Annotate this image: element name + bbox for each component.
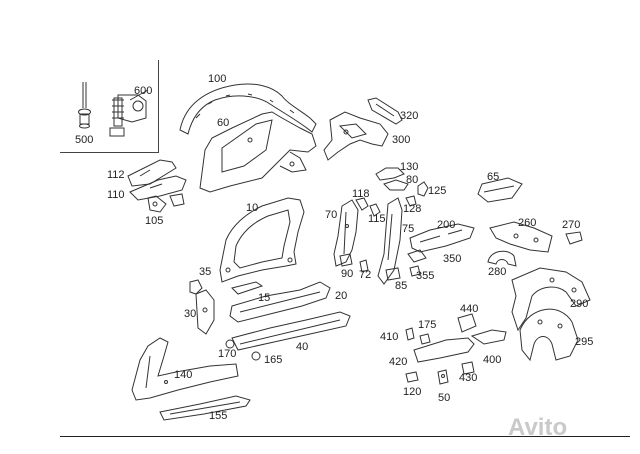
label-part-70: 70: [325, 209, 338, 221]
label-part-85: 85: [395, 280, 408, 292]
part-300-c-pillar-drawing: [324, 112, 388, 160]
label-part-440: 440: [460, 303, 479, 315]
label-part-90: 90: [341, 268, 354, 280]
part-15-drawing: [232, 282, 262, 294]
label-part-350: 350: [443, 253, 462, 265]
part-128-drawing: [406, 196, 416, 206]
part-10-side-frame-drawing: [220, 198, 304, 282]
part-280-drawing: [488, 251, 516, 266]
label-part-80: 80: [406, 174, 419, 186]
part-155-drawing: [160, 396, 250, 420]
part-100-roof-rail-drawing: [180, 84, 316, 134]
label-part-140: 140: [174, 369, 193, 381]
part-175-drawing: [420, 334, 430, 344]
part-20-sill-drawing: [230, 282, 330, 322]
part-600-nut-drawing: [110, 90, 148, 136]
part-350-drawing: [408, 250, 426, 262]
label-part-430: 430: [459, 372, 478, 384]
label-part-175: 175: [418, 319, 437, 331]
part-105-drawing: [148, 194, 184, 212]
label-part-155: 155: [209, 410, 228, 422]
part-85-drawing: [386, 268, 400, 280]
label-part-300: 300: [392, 134, 411, 146]
label-part-100: 100: [208, 73, 227, 85]
label-part-60: 60: [217, 117, 230, 129]
part-75-drawing: [378, 198, 402, 284]
label-part-115: 115: [368, 213, 386, 225]
label-part-280: 280: [488, 266, 507, 278]
label-part-400: 400: [483, 354, 502, 366]
part-140-drawing: [132, 338, 238, 400]
part-400-drawing: [472, 330, 506, 344]
part-40-rocker-drawing: [232, 312, 350, 350]
label-part-165: 165: [264, 354, 283, 366]
part-60-a-pillar-drawing: [200, 112, 316, 192]
label-part-75: 75: [402, 223, 415, 235]
part-440-drawing: [458, 314, 476, 332]
label-part-112: 112: [107, 169, 125, 181]
part-295-drawing: [520, 309, 578, 360]
part-120-drawing: [406, 372, 418, 382]
part-30-drawing: [196, 290, 214, 334]
part-35-drawing: [190, 280, 202, 294]
label-part-320: 320: [400, 110, 419, 122]
part-500-bolt-drawing: [79, 82, 91, 128]
part-355-drawing: [410, 266, 420, 276]
part-112-110-bracket-drawing: [128, 160, 186, 200]
part-125-drawing: [418, 182, 428, 196]
part-90-drawing: [340, 254, 352, 266]
label-part-10: 10: [246, 202, 259, 214]
label-part-128: 128: [403, 203, 422, 215]
label-part-355: 355: [416, 270, 435, 282]
part-430-drawing: [462, 362, 474, 374]
part-70-b-pillar-drawing: [334, 200, 358, 266]
part-270-drawing: [566, 232, 582, 244]
label-part-35: 35: [199, 266, 212, 278]
label-part-118: 118: [352, 188, 370, 200]
label-part-295: 295: [575, 336, 594, 348]
part-260-drawing: [490, 222, 552, 252]
label-part-290: 290: [570, 298, 589, 310]
part-72-drawing: [360, 260, 368, 272]
label-part-110: 110: [107, 189, 125, 201]
label-part-65: 65: [487, 171, 500, 183]
label-part-500: 500: [75, 134, 94, 146]
label-part-50: 50: [438, 392, 451, 404]
label-part-200: 200: [437, 219, 456, 231]
label-part-105: 105: [145, 215, 164, 227]
part-290-drawing: [512, 268, 590, 330]
label-part-270: 270: [562, 219, 581, 231]
label-part-260: 260: [518, 217, 537, 229]
label-part-600: 600: [134, 85, 153, 97]
label-part-20: 20: [335, 290, 348, 302]
part-200-drawing: [410, 224, 474, 252]
label-part-120: 120: [403, 386, 422, 398]
part-50-drawing: [438, 370, 448, 384]
part-80-drawing: [384, 180, 408, 190]
part-420-drawing: [414, 338, 474, 362]
label-part-130: 130: [400, 161, 419, 173]
watermark: Avito: [508, 414, 568, 441]
label-part-170: 170: [218, 348, 237, 360]
part-165-drawing: [252, 352, 260, 360]
part-410-drawing: [406, 328, 414, 340]
part-320-bracket-drawing: [368, 98, 402, 124]
bottom-rule: [60, 436, 630, 437]
label-part-30: 30: [184, 308, 197, 320]
part-130-drawing: [376, 168, 404, 180]
label-part-15: 15: [258, 292, 271, 304]
part-118-115-drawing: [356, 198, 380, 216]
label-part-410: 410: [380, 331, 399, 343]
label-part-420: 420: [389, 356, 408, 368]
label-part-72: 72: [359, 269, 372, 281]
label-part-125: 125: [428, 185, 447, 197]
fastener-inset-frame: [60, 60, 159, 153]
label-part-40: 40: [296, 341, 309, 353]
part-65-drawing: [478, 178, 522, 202]
part-170-drawing: [226, 340, 234, 348]
